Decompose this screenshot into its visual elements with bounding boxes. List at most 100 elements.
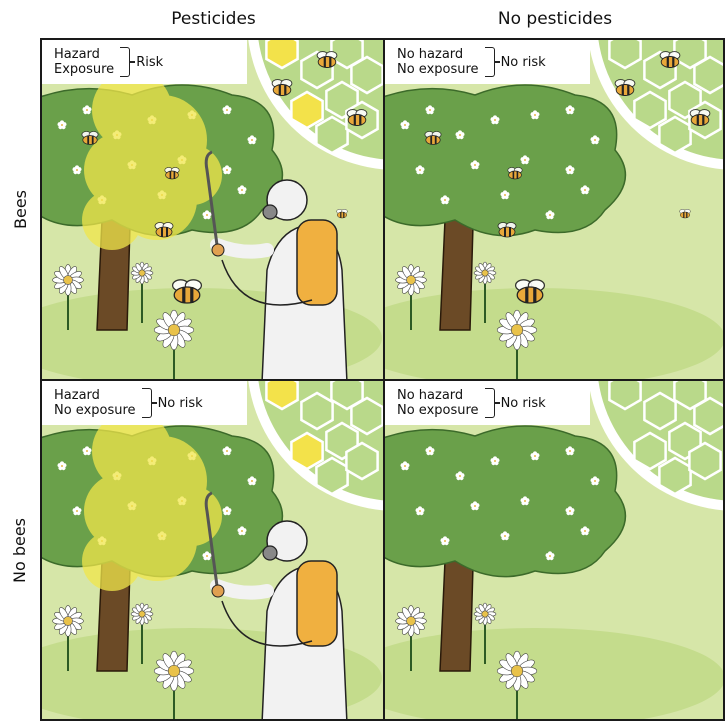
blossom-icon	[565, 165, 575, 175]
honeycomb-cell	[350, 396, 383, 436]
lawn-shape	[385, 288, 723, 379]
blossom-icon	[590, 476, 600, 486]
honeycomb-cell	[315, 115, 349, 155]
gas-mask-icon	[262, 204, 278, 220]
blossom-icon	[490, 456, 500, 466]
bee-icon	[81, 131, 99, 145]
daisy-icon	[473, 602, 497, 664]
daisy-icon	[52, 264, 84, 330]
exposure-label: No exposure	[397, 62, 479, 77]
blossom-icon	[470, 160, 480, 170]
blossom-icon	[565, 446, 575, 456]
honeycomb-cell	[330, 40, 364, 70]
blossom-icon	[500, 531, 510, 541]
blossom-icon	[530, 451, 540, 461]
hazard-label: No hazard	[397, 388, 464, 403]
panel-no-pesticides-no-bees: No hazard No exposure No risk	[383, 379, 725, 721]
row-header-no-bees: No bees	[10, 517, 30, 584]
blossom-icon	[500, 190, 510, 200]
label-box: Hazard Exposure Risk	[42, 40, 247, 84]
honeycomb-cell	[315, 456, 349, 496]
blossom-icon	[222, 446, 232, 456]
blossom-icon	[202, 210, 212, 220]
label-box: No hazard No exposure No risk	[385, 381, 590, 425]
risk-label: No risk	[500, 395, 546, 411]
blossom-icon	[415, 506, 425, 516]
risk-label: No risk	[500, 54, 546, 70]
honeycomb-cell	[673, 381, 707, 411]
hazard-label: Hazard	[54, 388, 100, 403]
blossom-icon	[247, 476, 257, 486]
blossom-icon	[72, 506, 82, 516]
glove	[211, 243, 225, 257]
blossom-icon	[440, 536, 450, 546]
exposure-label: Exposure	[54, 62, 115, 77]
daisy-icon	[395, 264, 427, 330]
pesticide-spray-cloud	[82, 70, 222, 250]
blossom-icon	[415, 165, 425, 175]
honeycomb-cell	[608, 381, 642, 411]
label-box: No hazard No exposure No risk	[385, 40, 590, 84]
daisy-icon	[496, 309, 538, 379]
bee-icon	[346, 109, 368, 126]
risk-label: Risk	[136, 54, 164, 70]
tree-foliage	[385, 425, 627, 578]
daisy-icon	[395, 605, 427, 671]
blossom-icon	[400, 461, 410, 471]
honeycomb-cell	[300, 391, 334, 431]
tank-icon	[296, 560, 338, 647]
bee-icon	[497, 222, 517, 238]
blossom-icon	[82, 105, 92, 115]
daisy-icon	[130, 261, 154, 323]
scene-illustration	[385, 40, 723, 379]
bee-icon	[659, 51, 681, 68]
honeycomb-cell	[345, 441, 379, 481]
panel-no-pesticides-bees: No hazard No exposure No risk	[383, 38, 725, 381]
honeycomb-cell	[658, 456, 692, 496]
exposure-label: No exposure	[54, 403, 136, 418]
hose	[221, 259, 313, 306]
blossom-icon	[82, 446, 92, 456]
blossom-icon	[580, 185, 590, 195]
blossom-icon	[400, 120, 410, 130]
sprayer-person	[204, 491, 348, 719]
bee-icon	[514, 279, 546, 304]
honeycomb-icon	[248, 40, 383, 170]
honeycomb-cell	[290, 431, 324, 471]
tree-foliage	[385, 84, 627, 237]
blossom-icon	[425, 105, 435, 115]
blossom-icon	[470, 501, 480, 511]
brace-icon	[120, 47, 136, 77]
honeycomb-cell	[688, 441, 722, 481]
blossom-icon	[202, 551, 212, 561]
col-header-no-pesticides: No pesticides	[497, 9, 613, 29]
panel-pesticides-bees: Hazard Exposure Risk	[40, 38, 385, 381]
honeycomb-cell	[265, 40, 299, 70]
bee-icon	[164, 167, 180, 180]
honeycomb-cell	[633, 90, 667, 130]
honeycomb-cell	[330, 381, 364, 411]
blossom-icon	[455, 130, 465, 140]
blossom-icon	[565, 506, 575, 516]
brace-icon	[141, 388, 157, 418]
blossom-icon	[72, 165, 82, 175]
daisy-icon	[473, 261, 497, 323]
honeycomb-cell	[693, 55, 723, 95]
scene-illustration	[42, 381, 383, 719]
spray-wand	[204, 150, 219, 246]
tank-icon	[296, 219, 338, 306]
blossom-icon	[222, 165, 232, 175]
blossom-icon	[545, 551, 555, 561]
honeycomb-cell	[693, 396, 723, 436]
hose	[221, 600, 313, 647]
honeycomb-cell	[350, 55, 383, 95]
honeycomb-cell	[265, 381, 299, 411]
honeycomb-cell	[673, 40, 707, 70]
daisy-icon	[130, 602, 154, 664]
bee-icon	[424, 131, 442, 145]
daisy-icon	[153, 309, 195, 379]
honeycomb-cell	[643, 391, 677, 431]
gas-mask-icon	[262, 545, 278, 561]
bee-icon	[679, 209, 691, 219]
hazard-label: Hazard	[54, 47, 100, 62]
